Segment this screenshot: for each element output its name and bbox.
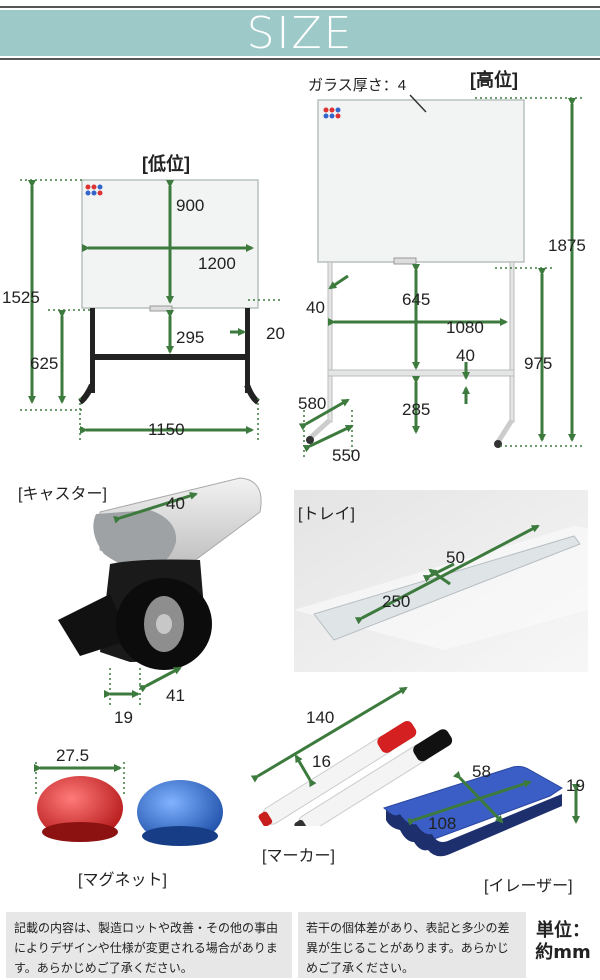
high-position-diagram (298, 94, 582, 458)
caster-wheel-width-label: 19 (114, 708, 133, 727)
tray-length-label: 250 (382, 592, 411, 611)
magnet-illustration (34, 762, 223, 846)
low-base-width-label: 1150 (148, 420, 185, 439)
unit-label-text: 単位： (536, 920, 590, 941)
low-position-title: [低位] (142, 154, 190, 174)
caster-title: [キャスター] (18, 486, 107, 503)
header-top-line (0, 6, 600, 8)
header-bottom-line (0, 58, 600, 60)
magnet-title: [マグネット] (78, 872, 167, 889)
low-board-height-label: 900 (176, 196, 205, 215)
tray-photo (294, 490, 588, 672)
tray-depth-label: 50 (446, 548, 465, 567)
header-band (0, 10, 600, 56)
unit-label: 単位： 約mm (528, 920, 598, 964)
tray-title: [トレイ] (298, 506, 355, 523)
eraser-illustration (382, 765, 580, 857)
eraser-width-label: 108 (428, 814, 457, 833)
low-gap-label: 295 (176, 328, 205, 347)
high-corner-label: 40 (306, 298, 325, 317)
eraser-title: [イレーザー] (484, 878, 573, 895)
eraser-height-label: 19 (566, 776, 585, 795)
magnet-diameter-label: 27.5 (56, 746, 90, 765)
marker-diameter-label: 16 (312, 752, 331, 771)
high-base-width-label: 550 (332, 446, 361, 465)
high-base-depth-label: 580 (298, 394, 327, 413)
low-side-label: 20 (266, 324, 285, 343)
high-position-title: [高位] (470, 70, 518, 90)
caster-photo (0, 472, 285, 732)
low-leg-height-label: 625 (30, 354, 59, 373)
low-total-height-label: 1525 (2, 288, 40, 307)
note-individual-difference: 若干の個体差があり、表記と多少の差異が生じることがあります。あらかじめご了承くだ… (298, 912, 526, 978)
high-leg-height-label: 975 (524, 354, 553, 373)
note-design-change: 記載の内容は、製造ロットや改善・その他の事由によりデザインや仕様が変更される場合… (6, 912, 292, 978)
caster-width-label: 40 (166, 494, 185, 513)
caster-wheel-depth-label: 41 (166, 686, 185, 705)
high-inner-height-label: 645 (402, 290, 431, 309)
marker-length-label: 140 (306, 708, 335, 727)
unit-value-text: 約mm (535, 942, 591, 963)
marker-title: [マーカー] (262, 848, 335, 865)
high-inner-width-label: 1080 (446, 318, 484, 337)
eraser-depth-label: 58 (472, 762, 491, 781)
high-total-height-label: 1875 (548, 236, 586, 255)
low-board-width-label: 1200 (198, 254, 236, 273)
high-bar-height-label: 285 (402, 400, 431, 419)
page-title: SIZE (246, 8, 354, 59)
low-position-diagram (20, 179, 280, 440)
high-bar-label: 40 (456, 346, 475, 365)
glass-thickness-label: ガラス厚さ：4 (308, 77, 407, 94)
header-banner: SIZE (0, 0, 600, 62)
marker-illustration (250, 686, 453, 826)
